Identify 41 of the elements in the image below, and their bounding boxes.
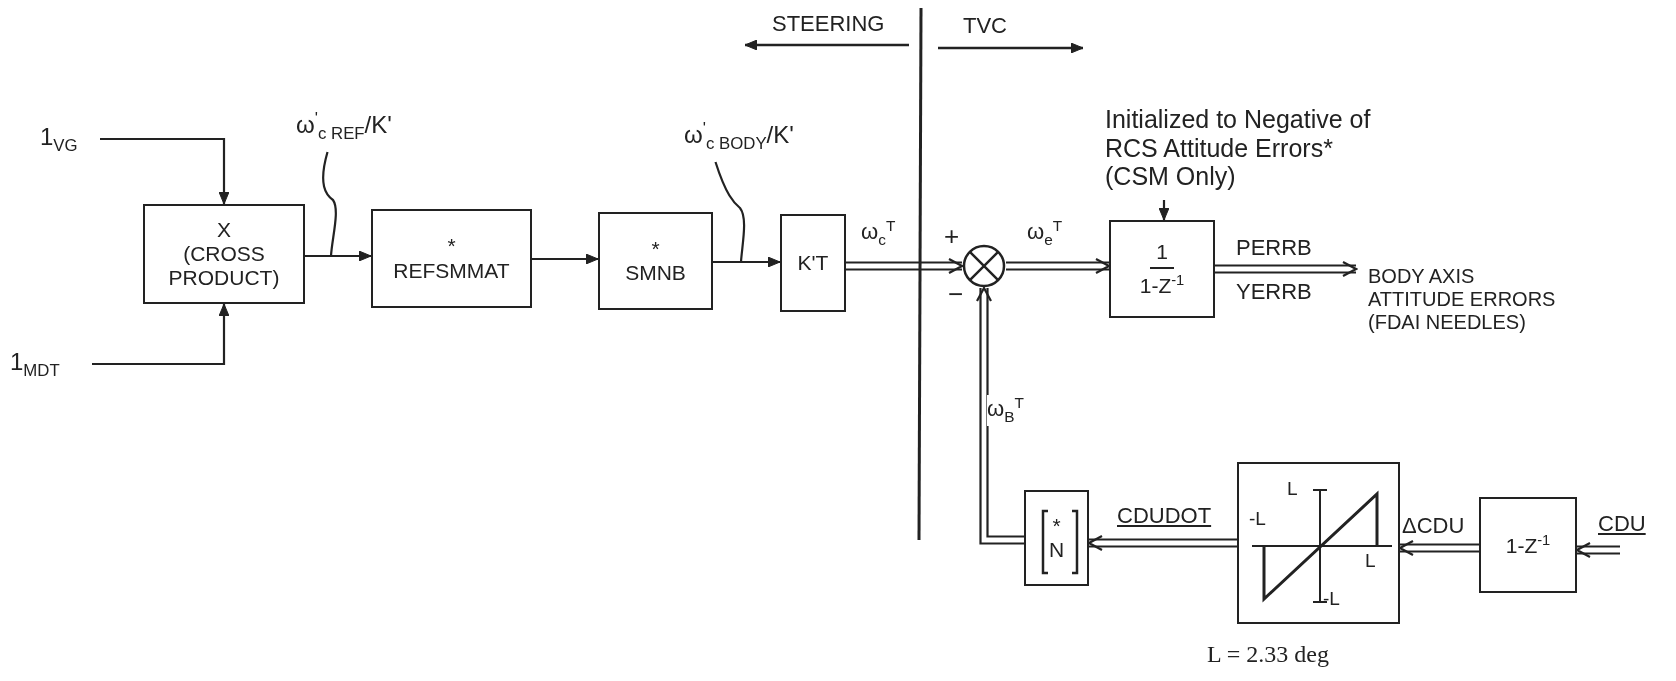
leader-line (322, 151, 337, 257)
axis-label: L (1287, 478, 1298, 500)
block-label: 1 (1150, 240, 1174, 269)
block-box (598, 212, 713, 310)
output-label: BODY AXIS ATTITUDE ERRORS (FDAI NEEDLES) (1368, 264, 1556, 334)
block-label: N (1048, 538, 1065, 563)
axis-label: L (1365, 550, 1376, 572)
block-label: REFSMMAT (393, 258, 510, 283)
block-box (1479, 497, 1577, 593)
signal-arrow (713, 256, 781, 268)
block-label: K'T (797, 250, 829, 276)
block-box (1024, 490, 1089, 586)
signal-arrow (1158, 200, 1170, 221)
block-box (1109, 220, 1215, 318)
summing-junction (962, 244, 1006, 288)
signal-arrow (305, 250, 372, 262)
signal-label: ω$^{'}$$_{c BODY}$/K' (684, 118, 795, 154)
signal-arrow (975, 286, 1026, 545)
block-label: 1-Z$^{-1}$ (1139, 270, 1185, 298)
axis-label: -L (1249, 508, 1266, 530)
signal-label: 1$_{MDT}$ (10, 347, 61, 381)
note-text: Initialized to Negative of RCS Attitude Errors* (CSM Only) (1105, 104, 1372, 192)
block-label: X (217, 217, 231, 242)
signal-arrow (92, 303, 230, 366)
block-box (371, 209, 532, 308)
block-box (780, 214, 846, 312)
block-label: * (651, 236, 660, 261)
signal-label: ω$^{'}$$_{c REF}$/K' (296, 108, 393, 144)
block-label: (CROSS PRODUCT) (167, 241, 281, 291)
block-box (143, 204, 305, 304)
block-label: * (447, 234, 456, 259)
block-box (1237, 462, 1400, 624)
block-label: 1-Z$^{-1}$ (1505, 531, 1551, 559)
block-label: * (1052, 513, 1061, 538)
signal-label: 1$_{VG}$ (40, 122, 79, 156)
axis-label: -L (1323, 588, 1340, 610)
signal-arrow (100, 137, 230, 205)
signal-arrow (532, 253, 599, 265)
block-label: SMNB (625, 261, 686, 286)
leader-line (714, 161, 746, 263)
signal-arrow (1004, 257, 1111, 275)
